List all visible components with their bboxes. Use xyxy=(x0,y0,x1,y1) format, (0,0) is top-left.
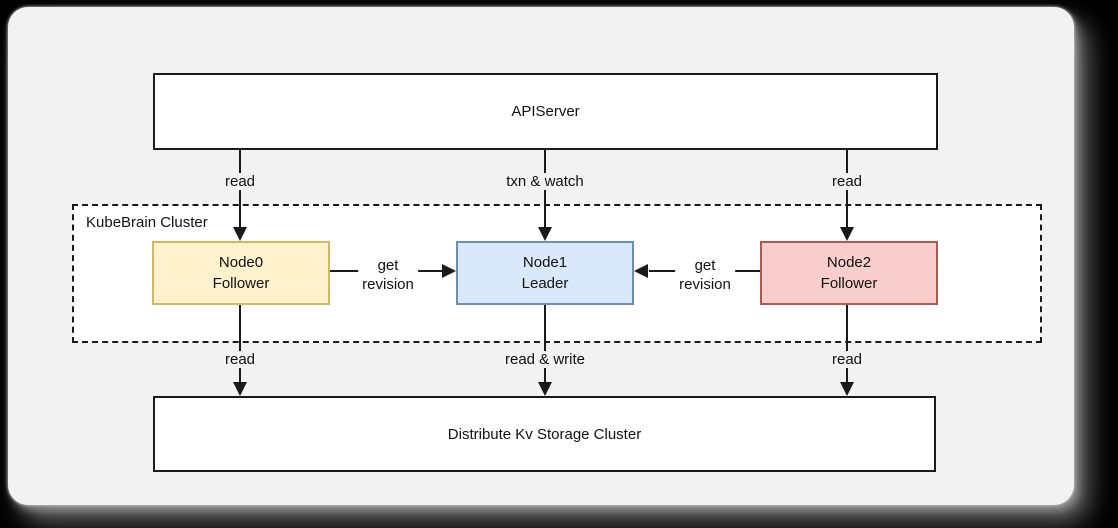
arrowhead-into-storage-right xyxy=(840,382,854,396)
edge-node2-storage-line xyxy=(846,305,848,383)
node2-name: Node2 xyxy=(826,254,872,271)
node0-name: Node0 xyxy=(218,254,264,271)
edge-label-read-write: read & write xyxy=(500,351,590,368)
edge-label-get-right: get xyxy=(694,257,716,274)
storage-box: Distribute Kv Storage Cluster xyxy=(153,396,936,472)
apiserver-box: APIServer xyxy=(153,73,938,150)
edge-label-read-bottom-left: read xyxy=(220,351,260,368)
storage-label: Distribute Kv Storage Cluster xyxy=(447,425,642,443)
node1-name: Node1 xyxy=(522,254,568,271)
edge-label-txn-watch: txn & watch xyxy=(502,173,588,190)
arrowhead-into-node1-right-side xyxy=(634,264,648,278)
edge-label-get-left: get xyxy=(377,257,399,274)
node0-box: Node0 Follower xyxy=(152,241,330,305)
node2-box: Node2 Follower xyxy=(760,241,938,305)
edge-label-read-top-right: read xyxy=(827,173,867,190)
edge-label-read-top-left: read xyxy=(220,173,260,190)
kubebrain-cluster-label: KubeBrain Cluster xyxy=(86,214,208,231)
node0-role: Follower xyxy=(212,275,270,292)
node1-box: Node1 Leader xyxy=(456,241,634,305)
edge-node0-storage-line xyxy=(239,305,241,383)
edge-node1-storage-line xyxy=(544,305,546,383)
arrowhead-into-node1-left-side xyxy=(442,264,456,278)
edge-label-get-revision-left: get revision xyxy=(358,256,418,294)
edge-label-revision-left: revision xyxy=(362,276,414,293)
apiserver-label: APIServer xyxy=(511,103,580,120)
edge-label-get-revision-right: get revision xyxy=(675,256,735,294)
arrowhead-into-storage-left xyxy=(233,382,247,396)
edge-label-read-bottom-right: read xyxy=(827,351,867,368)
node1-role: Leader xyxy=(521,275,569,292)
arrowhead-into-node1 xyxy=(538,227,552,241)
edge-label-revision-right: revision xyxy=(679,276,731,293)
arrowhead-into-storage-mid xyxy=(538,382,552,396)
arrowhead-into-node2 xyxy=(840,227,854,241)
arrowhead-into-node0 xyxy=(233,227,247,241)
node2-role: Follower xyxy=(820,275,878,292)
